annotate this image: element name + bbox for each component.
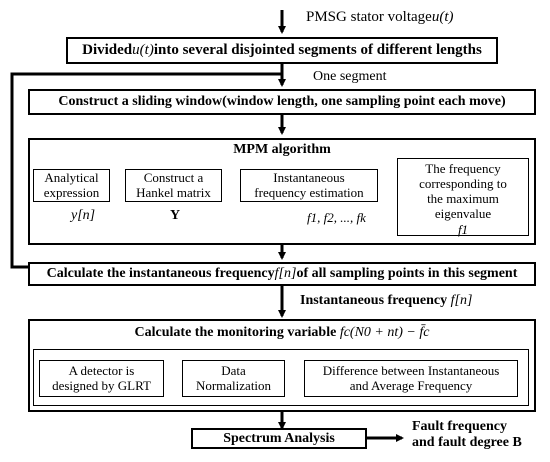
segment-variable: u(t) — [132, 42, 154, 58]
yn-label: y[n] — [71, 208, 96, 223]
instantaneous-frequency-box: Calculate the instantaneous frequency f[… — [28, 262, 536, 286]
frequency-estimation-box: Instantaneous frequency estimation — [240, 169, 378, 202]
frequency-difference-box: Difference between Instantaneous and Ave… — [304, 360, 518, 397]
hankel-matrix-box: Construct a Hankel matrix — [125, 169, 222, 202]
fk-label: f1, f2, ..., fk — [307, 210, 366, 225]
glrt-detector-box: A detector is designed by GLRT — [39, 360, 164, 397]
analytical-expression-box: Analytical expression — [33, 169, 110, 202]
Y-label: Y — [170, 208, 181, 223]
sliding-window-box: Construct a sliding window(window length… — [28, 89, 536, 115]
step3-variable: f[n] — [274, 266, 297, 281]
mpm-title: MPM algorithm — [233, 142, 331, 157]
input-variable: u(t) — [431, 9, 454, 25]
instantaneous-frequency-label: Instantaneous frequency f[n] — [300, 293, 473, 308]
eigenvalue-variable: f1 — [457, 221, 469, 237]
input-label: PMSG stator voltageu(t) — [306, 9, 454, 25]
one-segment-label: One segment — [313, 69, 387, 84]
max-eigenvalue-box: The frequency corresponding to the maxim… — [397, 158, 529, 237]
divide-segments-box: Divided u(t) into several disjointed seg… — [66, 37, 498, 64]
monitoring-variable: fc(N0 + nt) − f̄c — [339, 325, 430, 340]
data-normalization-box: Data Normalization — [182, 360, 285, 397]
fault-frequency-label: Fault frequency and fault degree B — [412, 419, 522, 451]
inst-freq-variable: f[n] — [450, 293, 473, 308]
spectrum-analysis-box: Spectrum Analysis — [191, 428, 367, 449]
monitoring-title: Calculate the monitoring variable fc(N0 … — [134, 325, 430, 340]
